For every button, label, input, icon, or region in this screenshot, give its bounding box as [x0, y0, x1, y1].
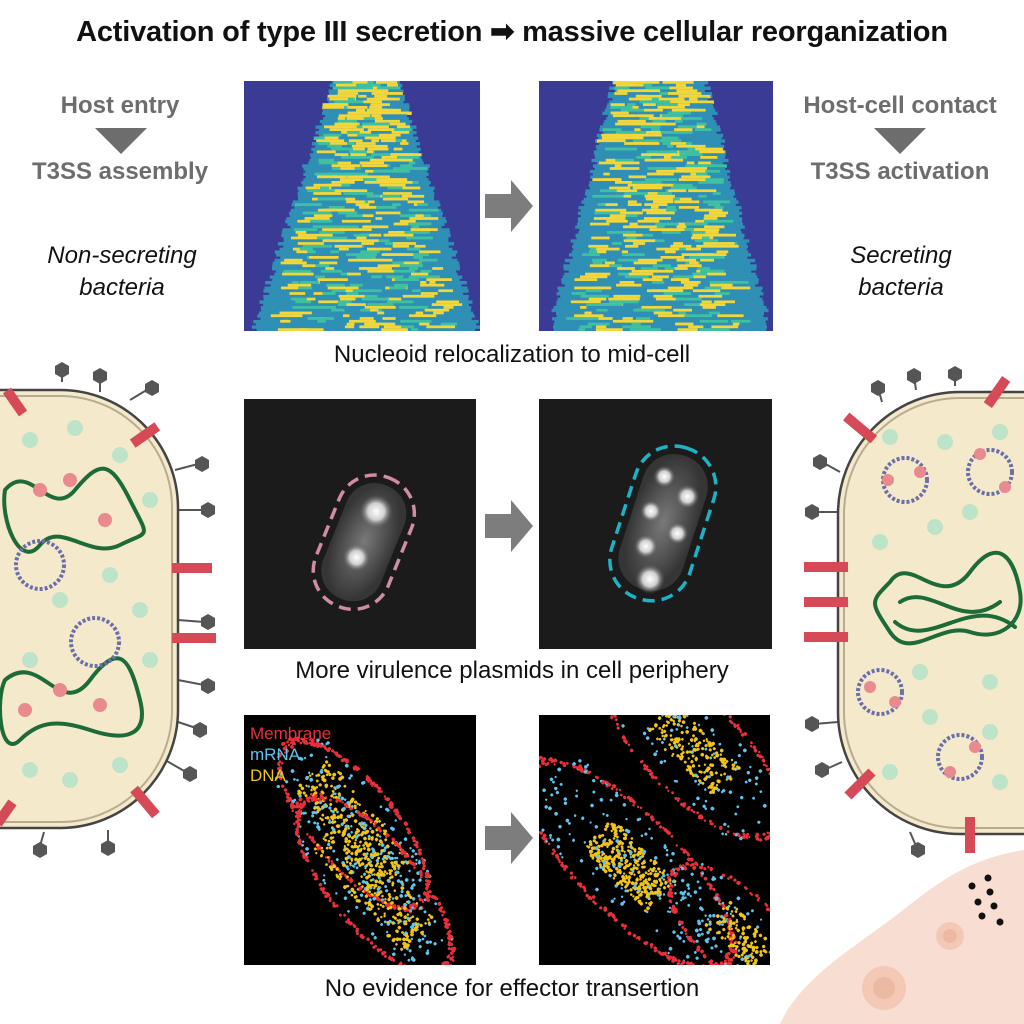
sr-image-secreting [539, 715, 770, 965]
right-state-label: Secreting bacteria [796, 240, 1006, 304]
plasmid-image-non-secreting [244, 399, 476, 649]
heatmap-secreting [539, 81, 773, 331]
legend: Membrane mRNA DNA [250, 723, 331, 786]
right-state-line1: Secreting [850, 242, 952, 269]
left-state-line1: Non-secreting [47, 242, 197, 269]
figure-title: Activation of type III secretion ➡ massi… [76, 16, 948, 48]
right-down-arrow-icon [874, 128, 926, 154]
caption-transertion: No evidence for effector transertion [324, 975, 700, 1002]
right-arrow-icon-row2 [485, 500, 533, 552]
right-state-line2: bacteria [858, 274, 944, 301]
secreting-bacterium-illustration [804, 366, 1024, 858]
left-down-arrow-icon [95, 128, 147, 154]
left-state-label: Non-secreting bacteria [20, 240, 224, 304]
right-step-t3ss-activation: T3SS activation [810, 158, 990, 185]
legend-dna: DNA [250, 766, 286, 785]
heatmap-non-secreting [244, 81, 480, 331]
legend-mrna: mRNA [250, 745, 301, 764]
sr-image-non-secreting: Membrane mRNA DNA [244, 715, 476, 965]
non-secreting-bacterium-illustration [0, 362, 216, 858]
right-step-host-contact: Host-cell contact [803, 92, 997, 119]
plasmid-image-secreting [539, 399, 772, 649]
left-step-host-entry: Host entry [60, 92, 180, 119]
right-arrow-icon-row1 [485, 180, 533, 232]
legend-membrane: Membrane [250, 724, 332, 743]
right-arrow-icon-row3 [485, 812, 533, 864]
caption-nucleoid: Nucleoid relocalization to mid-cell [333, 341, 691, 368]
left-state-line2: bacteria [79, 274, 165, 301]
host-cell-illustration [780, 850, 1024, 1024]
left-step-t3ss-assembly: T3SS assembly [31, 158, 209, 185]
caption-plasmids: More virulence plasmids in cell peripher… [295, 657, 729, 684]
